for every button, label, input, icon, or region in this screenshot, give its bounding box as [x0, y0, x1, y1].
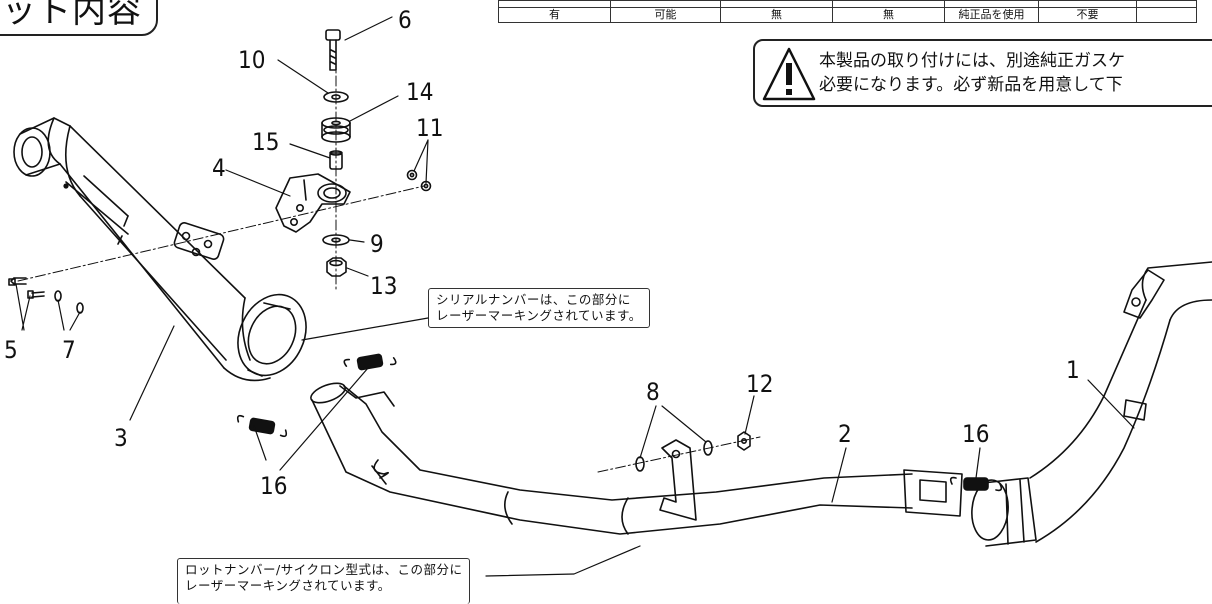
muffler-part [13, 117, 307, 382]
callout-number: 16 [260, 472, 287, 500]
warning-line: 必要になります。必ず新品を用意して下 [819, 75, 1123, 95]
callout-number: 8 [646, 378, 660, 406]
assembly-axis-lines [17, 39, 761, 473]
warning-line: 本製品の取り付けには、別途純正ガスケ [819, 51, 1125, 71]
callout-number: 7 [62, 336, 76, 364]
section-title-badge: ット内容 [0, 0, 158, 36]
spec-cell: 不要 [1038, 7, 1137, 23]
callout-number: 3 [114, 424, 128, 452]
callout-number: 11 [416, 114, 443, 142]
callout-number: 1 [1066, 356, 1080, 384]
callout-number: 9 [370, 230, 384, 258]
note-line: ロットナンバー/サイクロン型式は、この部分に [185, 562, 463, 577]
header-pipe-part [971, 261, 1212, 547]
pipe-bracket-part [635, 431, 751, 521]
leader-lines [15, 16, 1135, 577]
warning-icon [762, 47, 816, 101]
hanger-bracket-part [275, 173, 351, 233]
callout-numbers: 6 10 14 15 11 4 9 13 5 7 3 16 8 12 2 16 … [4, 6, 1080, 500]
spec-table-row: 有 可能 無 無 純正品を使用 不要 [498, 7, 1197, 23]
callout-number: 12 [746, 370, 773, 398]
callout-number: 6 [398, 6, 412, 34]
note-line: レーザーマーキングされています。 [185, 578, 391, 593]
note-line: レーザーマーキングされています。 [436, 308, 642, 323]
lot-number-note: ロットナンバー/サイクロン型式は、この部分に レーザーマーキングされています。 [177, 558, 471, 604]
callout-number: 16 [962, 420, 989, 448]
spec-table: 有 可能 無 無 純正品を使用 不要 [498, 0, 1197, 23]
spec-cell: 有 [498, 7, 611, 23]
warning-text: 本製品の取り付けには、別途純正ガスケ 必要になります。必ず新品を用意して下 [819, 49, 1125, 97]
spec-cell: 無 [720, 7, 833, 23]
serial-number-note: シリアルナンバーは、この部分に レーザーマーキングされています。 [428, 288, 650, 328]
callout-number: 10 [238, 46, 265, 74]
nut-part [406, 169, 432, 192]
callout-number: 14 [406, 78, 433, 106]
callout-number: 15 [252, 128, 279, 156]
callout-number: 13 [370, 272, 397, 300]
callout-number: 4 [212, 154, 226, 182]
warning-box: 本製品の取り付けには、別途純正ガスケ 必要になります。必ず新品を用意して下 [753, 39, 1212, 107]
callout-number: 5 [4, 336, 18, 364]
note-line: シリアルナンバーは、この部分に [436, 292, 631, 307]
spec-cell [1136, 7, 1197, 23]
mid-pipe-part [310, 382, 963, 535]
spring-part [236, 353, 1003, 492]
callout-number: 2 [838, 420, 852, 448]
spec-cell: 可能 [610, 7, 721, 23]
